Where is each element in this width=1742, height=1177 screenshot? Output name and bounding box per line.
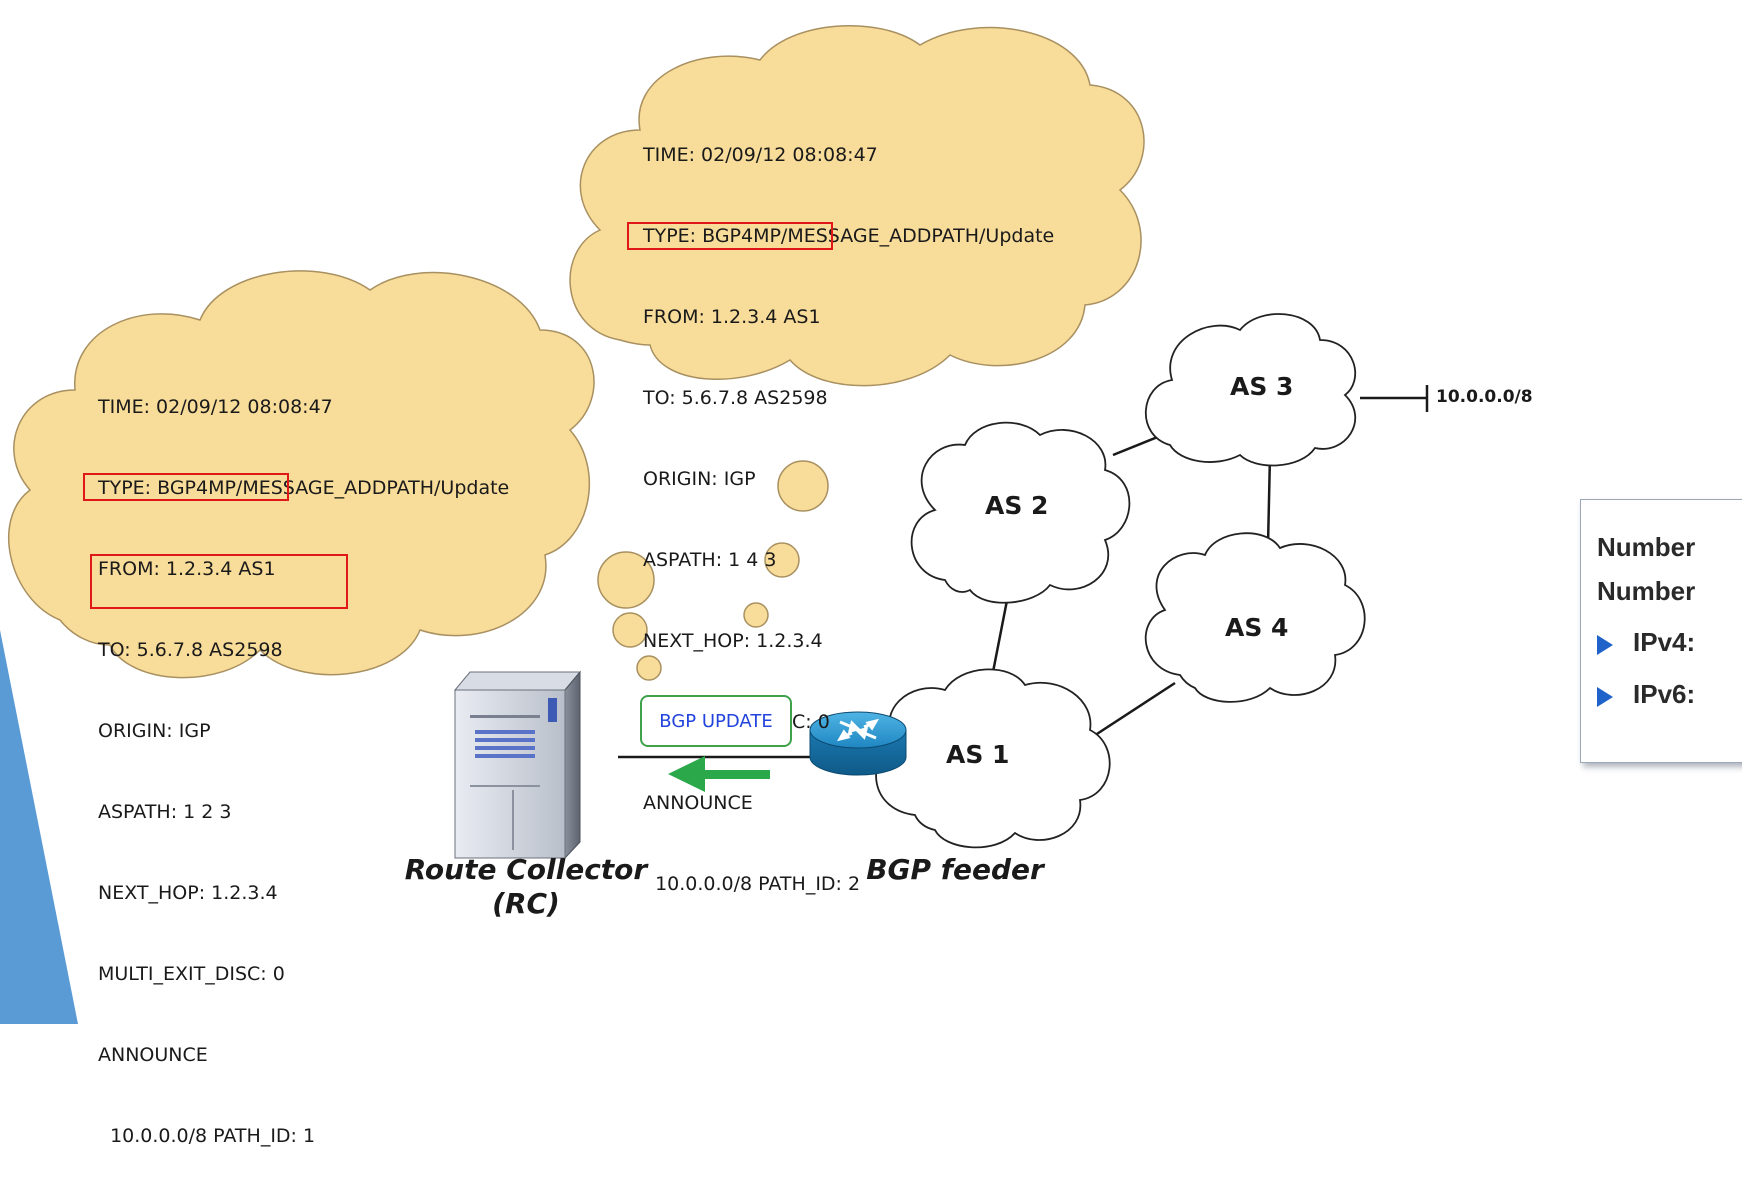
msg2-next-hop: NEXT_HOP: 1.2.3.4 [643, 630, 823, 652]
msg1-from: FROM: 1.2.3.4 AS1 [98, 558, 276, 580]
route-collector-caption-line1: Route Collector [404, 853, 648, 886]
infobox-row-ipv4: IPv4: [1633, 627, 1696, 657]
aspath-highlight-1 [83, 473, 289, 501]
msg2-from: FROM: 1.2.3.4 AS1 [643, 306, 821, 328]
msg1-origin: ORIGIN: IGP [98, 720, 211, 742]
infobox-row-ipv6: IPv6: [1633, 679, 1696, 709]
msg1-to: TO: 5.6.7.8 AS2598 [98, 639, 283, 661]
router-icon [809, 711, 907, 776]
as4-cloud [1144, 532, 1366, 703]
network-diagram [0, 24, 1429, 1024]
msg1-type: TYPE: BGP4MP/MESSAGE_ADDPATH/Update [98, 477, 510, 499]
stats-infobox: Number Number IPv4: IPv6: [1580, 499, 1742, 763]
bullet-icon [1597, 635, 1613, 655]
as2-label: AS 2 [985, 491, 1049, 520]
infobox-row-1: Number [1597, 532, 1696, 562]
server-icon [453, 670, 582, 860]
msg2-time: TIME: 02/09/12 08:08:47 [643, 144, 878, 166]
as4-label: AS 4 [1225, 613, 1289, 642]
update-message-1: TIME: 02/09/12 08:08:47 TYPE: BGP4MP/MES… [98, 340, 509, 1177]
msg2-origin: ORIGIN: IGP [643, 468, 756, 490]
msg1-aspath: ASPATH: 1 2 3 [98, 801, 232, 823]
thought-cloud-1 [7, 270, 595, 679]
msg1-time: TIME: 02/09/12 08:08:47 [98, 396, 333, 418]
as1-label: AS 1 [946, 740, 1010, 769]
as3-label: AS 3 [1230, 372, 1294, 401]
update-message-2: TIME: 02/09/12 08:08:47 TYPE: BGP4MP/MES… [643, 88, 1054, 925]
bgp-update-label: BGP UPDATE [640, 695, 792, 747]
msg2-type: TYPE: BGP4MP/MESSAGE_ADDPATH/Update [643, 225, 1055, 247]
as2-cloud [910, 421, 1131, 604]
slide-accent-shape [0, 630, 78, 1024]
route-collector-caption-line2: (RC) [492, 887, 560, 920]
prefix-label: 10.0.0.0/8 [1436, 387, 1533, 407]
thought-cloud-2 [569, 24, 1145, 387]
msg2-prefix: 10.0.0.0/8 PATH_ID: 2 [643, 873, 861, 895]
bgp-feeder-caption: BGP feeder [866, 853, 1044, 886]
infobox-row-2: Number [1597, 576, 1696, 606]
route-collector-caption: Route Collector (RC) [395, 853, 657, 921]
as3-cloud [1144, 313, 1357, 467]
msg1-med: MULTI_EXIT_DISC: 0 [98, 963, 285, 985]
msg2-to: TO: 5.6.7.8 AS2598 [643, 387, 828, 409]
msg2-aspath: ASPATH: 1 4 3 [643, 549, 777, 571]
green-arrow [668, 756, 770, 792]
msg1-next-hop: NEXT_HOP: 1.2.3.4 [98, 882, 278, 904]
msg2-announce: ANNOUNCE [643, 792, 753, 814]
msg1-announce: ANNOUNCE [98, 1044, 208, 1066]
msg1-prefix: 10.0.0.0/8 PATH_ID: 1 [98, 1125, 316, 1147]
aspath-highlight-2 [627, 222, 833, 250]
bullet-icon [1597, 687, 1613, 707]
thought-bubbles [597, 460, 829, 681]
network-links [618, 385, 1429, 759]
announce-highlight-1 [90, 554, 348, 609]
